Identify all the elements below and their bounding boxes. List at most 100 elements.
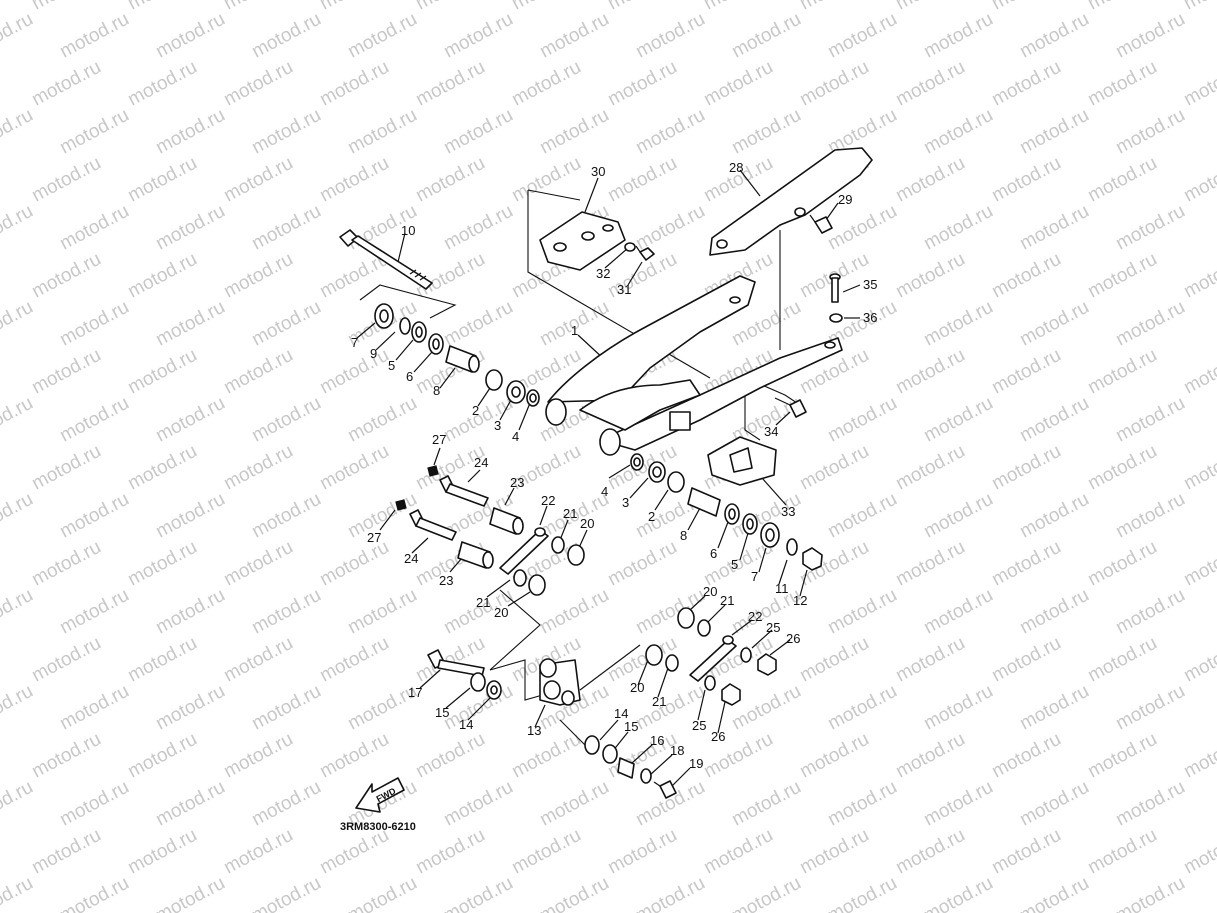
watermark-text: motod.ru [892, 57, 968, 111]
watermark-text: motod.ru [1084, 729, 1160, 783]
callout-number: 30 [591, 164, 605, 179]
relay-bolt-lower [395, 499, 494, 569]
watermark-text: motod.ru [1112, 681, 1188, 735]
watermark-text: motod.ru [152, 873, 228, 913]
watermark-text: motod.ru [248, 489, 324, 543]
watermark-text: motod.ru [824, 393, 900, 447]
watermark-text: motod.ru [508, 729, 584, 783]
watermark-text: motod.ru [1016, 297, 1092, 351]
rear-arm [545, 275, 843, 456]
watermark-text: motod.ru [604, 0, 680, 14]
watermark-text: motod.ru [920, 393, 996, 447]
watermark-text: motod.ru [316, 153, 392, 207]
watermark-text: motod.ru [248, 585, 324, 639]
watermark-text: motod.ru [0, 489, 37, 543]
callout-number: 26 [786, 631, 800, 646]
callout-number: 4 [512, 429, 519, 444]
watermark-text: motod.ru [56, 393, 132, 447]
callout-number: 20 [494, 605, 508, 620]
watermark-text: motod.ru [604, 153, 680, 207]
watermark-text: motod.ru [1084, 825, 1160, 879]
watermark-text: motod.ru [988, 729, 1064, 783]
watermark-text: motod.ru [0, 105, 37, 159]
watermark-text: motod.ru [1180, 345, 1217, 399]
watermark-text: motod.ru [152, 105, 228, 159]
thrust-cover [411, 321, 427, 343]
watermark-text: motod.ru [1084, 57, 1160, 111]
watermark-text: motod.ru [440, 393, 516, 447]
washer-adjuster [829, 313, 843, 323]
watermark-text: motod.ru [632, 9, 708, 63]
watermark-text: motod.ru [412, 729, 488, 783]
callout-number: 8 [680, 528, 687, 543]
watermark-text: motod.ru [28, 345, 104, 399]
callout-number: 7 [351, 335, 358, 350]
watermark-text: motod.ru [0, 9, 37, 63]
watermark-text: motod.ru [316, 57, 392, 111]
watermark-text: motod.ru [632, 105, 708, 159]
watermark-text: motod.ru [124, 729, 200, 783]
watermark-text: motod.ru [344, 393, 420, 447]
watermark-text: motod.ru [440, 105, 516, 159]
watermark-text: motod.ru [0, 297, 37, 351]
watermark-text: motod.ru [1180, 441, 1217, 495]
callout-number: 23 [439, 573, 453, 588]
watermark-text: motod.ru [700, 0, 776, 14]
callout-number: 11 [775, 581, 789, 596]
watermark-text: motod.ru [28, 153, 104, 207]
callout-number: 6 [710, 546, 717, 561]
diagram-code: 3RM8300-6210 [340, 821, 416, 833]
watermark-text: motod.ru [728, 873, 804, 913]
watermark-text: motod.ru [1180, 633, 1217, 687]
bolt-chain-case [809, 214, 833, 234]
pivot-bolt [339, 229, 433, 290]
watermark-text: motod.ru [28, 537, 104, 591]
watermark-text: motod.ru [0, 585, 37, 639]
bushing-set-left [485, 369, 540, 407]
watermark-text: motod.ru [1180, 0, 1217, 14]
collar-16 [617, 757, 635, 779]
watermark-text: motod.ru [892, 153, 968, 207]
watermark-text: motod.ru [440, 201, 516, 255]
callout-number: 20 [703, 584, 717, 599]
callout-number: 14 [459, 717, 473, 732]
watermark-text: motod.ru [728, 681, 804, 735]
watermark-text: motod.ru [0, 681, 37, 735]
watermark-text: motod.ru [536, 777, 612, 831]
callout-number: 8 [433, 383, 440, 398]
watermark-text: motod.ru [1180, 153, 1217, 207]
chain-case [709, 147, 873, 256]
watermark-text: motod.ru [248, 681, 324, 735]
watermark-text: motod.ru [220, 729, 296, 783]
watermark-text: motod.ru [28, 0, 104, 14]
watermark-text: motod.ru [728, 777, 804, 831]
watermark-text: motod.ru [824, 873, 900, 913]
callout-number: 6 [406, 369, 413, 384]
callout-number: 21 [720, 593, 734, 608]
watermark-text: motod.ru [988, 57, 1064, 111]
watermark-text: motod.ru [1084, 345, 1160, 399]
watermark-text: motod.ru [412, 57, 488, 111]
washer [399, 317, 411, 335]
callout-number: 29 [838, 192, 852, 207]
watermark-text: motod.ru [632, 873, 708, 913]
watermark-text: motod.ru [220, 57, 296, 111]
connecting-rod-lower [689, 639, 737, 682]
watermark-text: motod.ru [892, 345, 968, 399]
bolt-19 [653, 780, 677, 799]
watermark-text: motod.ru [124, 0, 200, 14]
watermark-text: motod.ru [0, 777, 37, 831]
callout-number: 2 [472, 403, 479, 418]
callout-number: 21 [563, 506, 577, 521]
callout-number: 35 [863, 277, 877, 292]
watermark-text: motod.ru [344, 9, 420, 63]
watermark-text: motod.ru [892, 633, 968, 687]
watermark-text: motod.ru [344, 105, 420, 159]
watermark-text: motod.ru [1084, 153, 1160, 207]
watermark-text: motod.ru [316, 441, 392, 495]
watermark-text: motod.ru [1084, 537, 1160, 591]
watermark-text: motod.ru [632, 585, 708, 639]
watermark-text: motod.ru [56, 297, 132, 351]
watermark-text: motod.ru [124, 57, 200, 111]
watermark-text: motod.ru [824, 777, 900, 831]
